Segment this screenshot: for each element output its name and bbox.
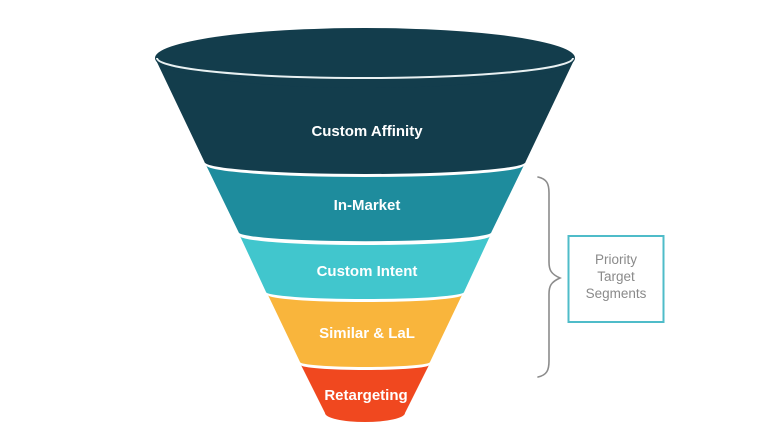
funnel-segment-similar-lal — [268, 295, 462, 367]
segment-label-similar-lal: Similar & LaL — [319, 325, 415, 342]
curly-brace — [537, 176, 562, 378]
annotation-line-3: Segments — [586, 286, 647, 301]
funnel-segment-retargeting — [301, 365, 429, 422]
funnel-rim-line — [156, 57, 574, 79]
funnel-top-opening — [155, 28, 575, 88]
funnel-segment-in-market — [206, 165, 524, 242]
segment-label-custom-affinity: Custom Affinity — [311, 123, 423, 140]
annotation-line-2: Target — [597, 269, 635, 284]
segment-label-custom-intent: Custom Intent — [317, 263, 418, 280]
priority-target-segments-box — [567, 235, 665, 323]
segment-label-retargeting: Retargeting — [324, 387, 407, 404]
funnel-segment-custom-intent — [240, 236, 490, 299]
funnel-segment-custom-affinity — [155, 58, 575, 174]
segment-label-in-market: In-Market — [334, 197, 401, 214]
annotation-line-1: Priority — [595, 252, 637, 267]
